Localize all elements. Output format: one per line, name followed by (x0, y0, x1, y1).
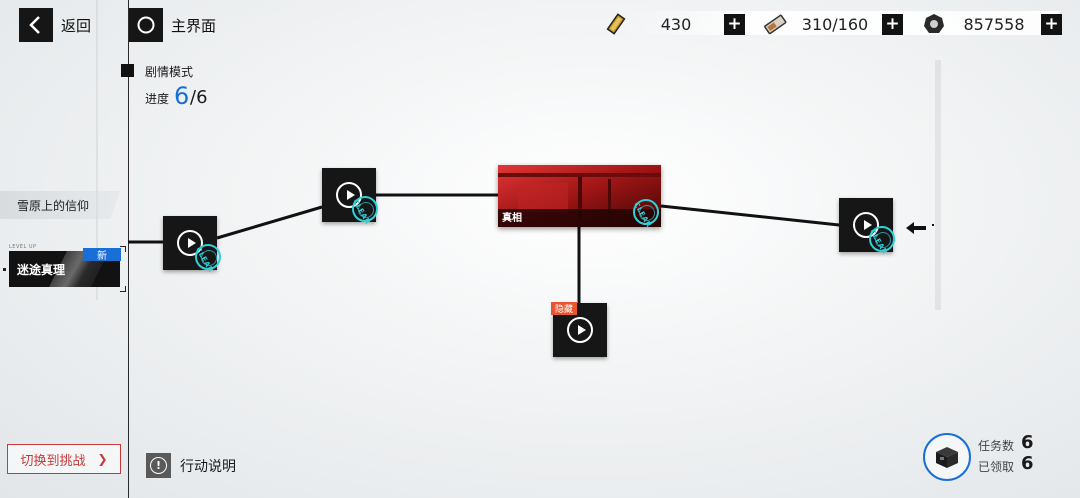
main-stage-label: 真相 (502, 213, 522, 224)
stage-node-truth[interactable]: 真相 CLEAR (498, 165, 661, 227)
claimed-value: 6 (1021, 453, 1034, 474)
add-stamina-button[interactable]: + (882, 14, 903, 35)
clear-badge-icon (869, 226, 895, 252)
gear-coin-icon (922, 12, 946, 36)
home-label: 主界面 (171, 16, 217, 35)
clear-badge-icon (195, 244, 221, 270)
info-box: ! (146, 453, 171, 478)
mode-square-icon (121, 64, 134, 77)
bg-line (935, 60, 941, 310)
back-arrow-icon (19, 8, 53, 42)
play-icon (567, 317, 593, 343)
switch-label: 切换到挑战 (20, 453, 86, 469)
back-button[interactable]: 返回 (19, 8, 91, 42)
action-guide-button[interactable]: ! 行动说明 (146, 453, 236, 478)
resource-strip (620, 11, 1060, 35)
chevron-right-icon: ❯ (97, 452, 108, 466)
clear-badge-icon (633, 199, 659, 225)
home-button[interactable]: 主界面 (129, 8, 216, 42)
stage-node-1[interactable]: CLEAR (163, 216, 221, 274)
add-gold-button[interactable]: + (724, 14, 745, 35)
supply-box-icon (936, 447, 958, 468)
add-gear-coin-button[interactable]: + (1041, 14, 1062, 35)
mode-title: 剧情模式 (145, 65, 194, 79)
play-icon (853, 212, 879, 238)
home-circle-icon (129, 8, 163, 42)
stage-node-2[interactable]: CLEAR (322, 168, 378, 226)
gear-coin-value: 857558 (963, 15, 1025, 34)
gold-value: 430 (660, 15, 692, 34)
clear-badge-icon (352, 196, 378, 222)
action-guide-label: 行动说明 (180, 458, 236, 475)
gold-bar-icon (603, 11, 629, 37)
chapter-label: 雪原上的信仰 (17, 199, 90, 213)
chapter-label: 迷途真理 (17, 263, 66, 277)
arrow-left-icon (906, 219, 930, 234)
play-icon (177, 230, 203, 256)
play-icon (336, 182, 362, 208)
chapter-item-snowfield[interactable]: 雪原上的信仰 (0, 191, 120, 219)
stage-node-4[interactable]: CLEAR (839, 198, 895, 256)
level-up-text: LEVEL UP (9, 244, 37, 250)
stamina-value: 310/160 (801, 15, 869, 34)
corner-bracket (120, 286, 126, 292)
task-count-label: 任务数 (978, 439, 1015, 453)
back-label: 返回 (61, 16, 92, 35)
exclamation-icon: ! (150, 457, 167, 474)
corner-bracket (120, 246, 126, 252)
dot-marker (932, 224, 934, 226)
new-badge: 新 (83, 248, 121, 262)
hidden-tag: 隐藏 (551, 302, 578, 315)
switch-to-challenge-button[interactable]: 切换到挑战 ❯ (7, 444, 121, 474)
bg-line (96, 0, 98, 300)
claimed-label: 已领取 (978, 460, 1015, 474)
progress-total: /6 (190, 87, 208, 108)
task-reward-button[interactable] (923, 433, 971, 481)
task-count-value: 6 (1021, 432, 1034, 453)
dot-marker (3, 268, 6, 271)
progress-label: 进度 (145, 92, 170, 106)
left-divider (128, 0, 129, 498)
stamina-battery-icon (762, 11, 788, 37)
progress-current: 6 (174, 82, 190, 110)
